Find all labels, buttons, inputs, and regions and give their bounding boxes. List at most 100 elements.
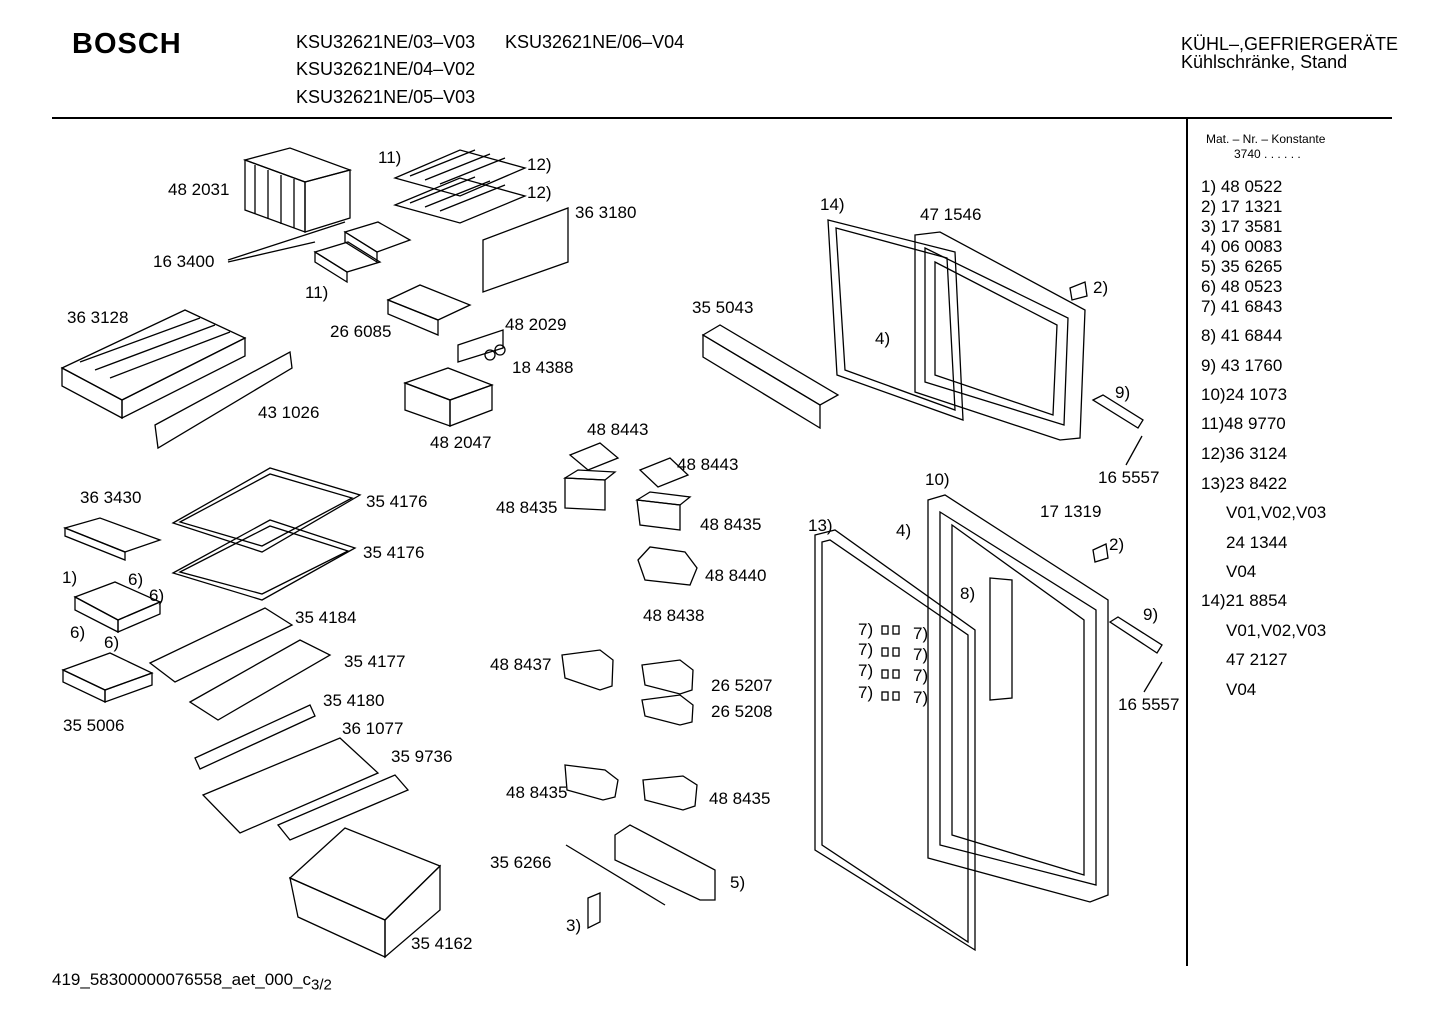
- part-label: 18 4388: [512, 358, 574, 377]
- category-subtitle: Kühlschränke, Stand: [1181, 52, 1348, 72]
- parts-list-item: V01,V02,V03: [1226, 621, 1327, 640]
- part-label: 12): [527, 183, 552, 202]
- part-label: 7): [913, 688, 929, 707]
- parts-list-item: 2) 17 1321: [1201, 197, 1283, 216]
- part-label: 35 4162: [411, 934, 473, 953]
- part-label: 48 2047: [430, 433, 492, 452]
- part-label: 5): [730, 873, 746, 892]
- part-label: 7): [858, 640, 874, 659]
- part-label: 35 4176: [363, 543, 425, 562]
- parts-list-item: 4) 06 0083: [1201, 237, 1283, 256]
- part-label: 16 5557: [1118, 695, 1180, 714]
- part-label: 35 4177: [344, 652, 406, 671]
- part-label: 11): [305, 283, 329, 302]
- part-label: 48 8435: [506, 783, 568, 802]
- part-label: 48 2029: [505, 315, 567, 334]
- parts-list-item: 14)21 8854: [1201, 591, 1288, 610]
- part-label: 48 8440: [705, 566, 767, 585]
- parts-list-item: 10)24 1073: [1201, 385, 1288, 404]
- document-code-text: 419_58300000076558_aet_000_c: [52, 970, 312, 989]
- sidebar-constant: 3740 . . . . . .: [1234, 147, 1301, 161]
- part-label: 12): [527, 155, 552, 174]
- page-number: 3/2: [311, 976, 332, 994]
- ice-tray: [313, 221, 412, 284]
- category-title: KÜHL–,GEFRIERGERÄTE: [1181, 34, 1399, 54]
- parts-list-item: 6) 48 0523: [1201, 277, 1283, 296]
- part-label: 6): [149, 586, 165, 605]
- part-label: 4): [875, 329, 891, 348]
- part-label: 16 3400: [153, 252, 215, 271]
- part-label: 9): [1143, 605, 1159, 624]
- fridge-door: [814, 494, 1109, 952]
- part-label: 2): [1109, 535, 1125, 554]
- parts-list-item: 9) 43 1760: [1201, 356, 1283, 375]
- part-label: 48 8443: [677, 455, 739, 474]
- parts-list-item: 1) 48 0522: [1201, 177, 1283, 196]
- part-label: 35 9736: [391, 747, 453, 766]
- part-label: 7): [858, 683, 874, 702]
- part-label: 36 3180: [575, 203, 637, 222]
- parts-list-item: V04: [1226, 680, 1257, 699]
- freezer-basket: [242, 147, 353, 233]
- parts-list-item: V04: [1226, 562, 1257, 581]
- freezer-grid: [393, 149, 527, 224]
- part-label: 6): [104, 633, 120, 652]
- crisper-drawer: [288, 827, 442, 959]
- part-label: 36 1077: [342, 719, 404, 738]
- part-label: 26 6085: [330, 322, 392, 341]
- part-label: 3): [566, 916, 582, 935]
- part-label: 35 4180: [323, 691, 385, 710]
- parts-list-item: 12)36 3124: [1201, 444, 1288, 463]
- parts-list-item: 13)23 8422: [1201, 474, 1288, 493]
- parts-list-item: 11)48 9770: [1201, 414, 1286, 433]
- parts-list-item: V01,V02,V03: [1226, 503, 1327, 522]
- part-label: 48 8435: [496, 498, 558, 517]
- part-label: 48 8438: [643, 606, 705, 625]
- part-label: 6): [70, 623, 86, 642]
- model-number: KSU32621NE/04–V02: [296, 59, 476, 79]
- part-label: 26 5207: [711, 676, 773, 695]
- sidebar-title: Mat. – Nr. – Konstante: [1206, 132, 1326, 146]
- part-label: 26 5208: [711, 702, 773, 721]
- part-label: 35 6266: [490, 853, 552, 872]
- part-label: 7): [913, 645, 929, 664]
- parts-list-item: 3) 17 3581: [1201, 217, 1283, 236]
- parts-list-item: 5) 35 6265: [1201, 257, 1283, 276]
- freezer-flap: [482, 207, 569, 293]
- part-label: 36 3128: [67, 308, 129, 327]
- parts-list-item: 8) 41 6844: [1201, 326, 1283, 345]
- part-label: 35 4176: [366, 492, 428, 511]
- part-label: 2): [1093, 278, 1109, 297]
- part-label: 7): [913, 624, 929, 643]
- part-label: 48 8443: [587, 420, 649, 439]
- part-label: 47 1546: [920, 205, 982, 224]
- model-number: KSU32621NE/05–V03: [296, 87, 476, 107]
- part-label: 48 8435: [709, 789, 771, 808]
- part-label: 14): [820, 195, 845, 214]
- part-label: 36 3430: [80, 488, 142, 507]
- part-label: 9): [1115, 383, 1131, 402]
- document-code: 419_58300000076558_aet_000_c3/2: [52, 970, 332, 993]
- part-label: 48 2031: [168, 180, 230, 199]
- part-label: 48 8435: [700, 515, 762, 534]
- part-label: 35 5043: [692, 298, 754, 317]
- part-label: 43 1026: [258, 403, 320, 422]
- part-label: 8): [960, 584, 976, 603]
- part-label: 35 5006: [63, 716, 125, 735]
- freezer-tray: [60, 309, 247, 420]
- model-number: KSU32621NE/03–V03: [296, 32, 476, 52]
- part-label: 35 4184: [295, 608, 357, 627]
- part-label: 4): [896, 521, 912, 540]
- parts-list-item: 47 2127: [1226, 650, 1288, 669]
- part-label: 48 8437: [490, 655, 552, 674]
- part-label: 7): [858, 620, 874, 639]
- part-label: 10): [925, 470, 950, 489]
- part-label: 7): [913, 666, 929, 685]
- sidebar-divider: [1186, 118, 1188, 966]
- part-label: 6): [128, 570, 144, 589]
- parts-list-item: 7) 41 6843: [1201, 297, 1283, 316]
- header-divider: [52, 117, 1392, 119]
- part-label: 1): [62, 568, 78, 587]
- part-label: 13): [808, 516, 833, 535]
